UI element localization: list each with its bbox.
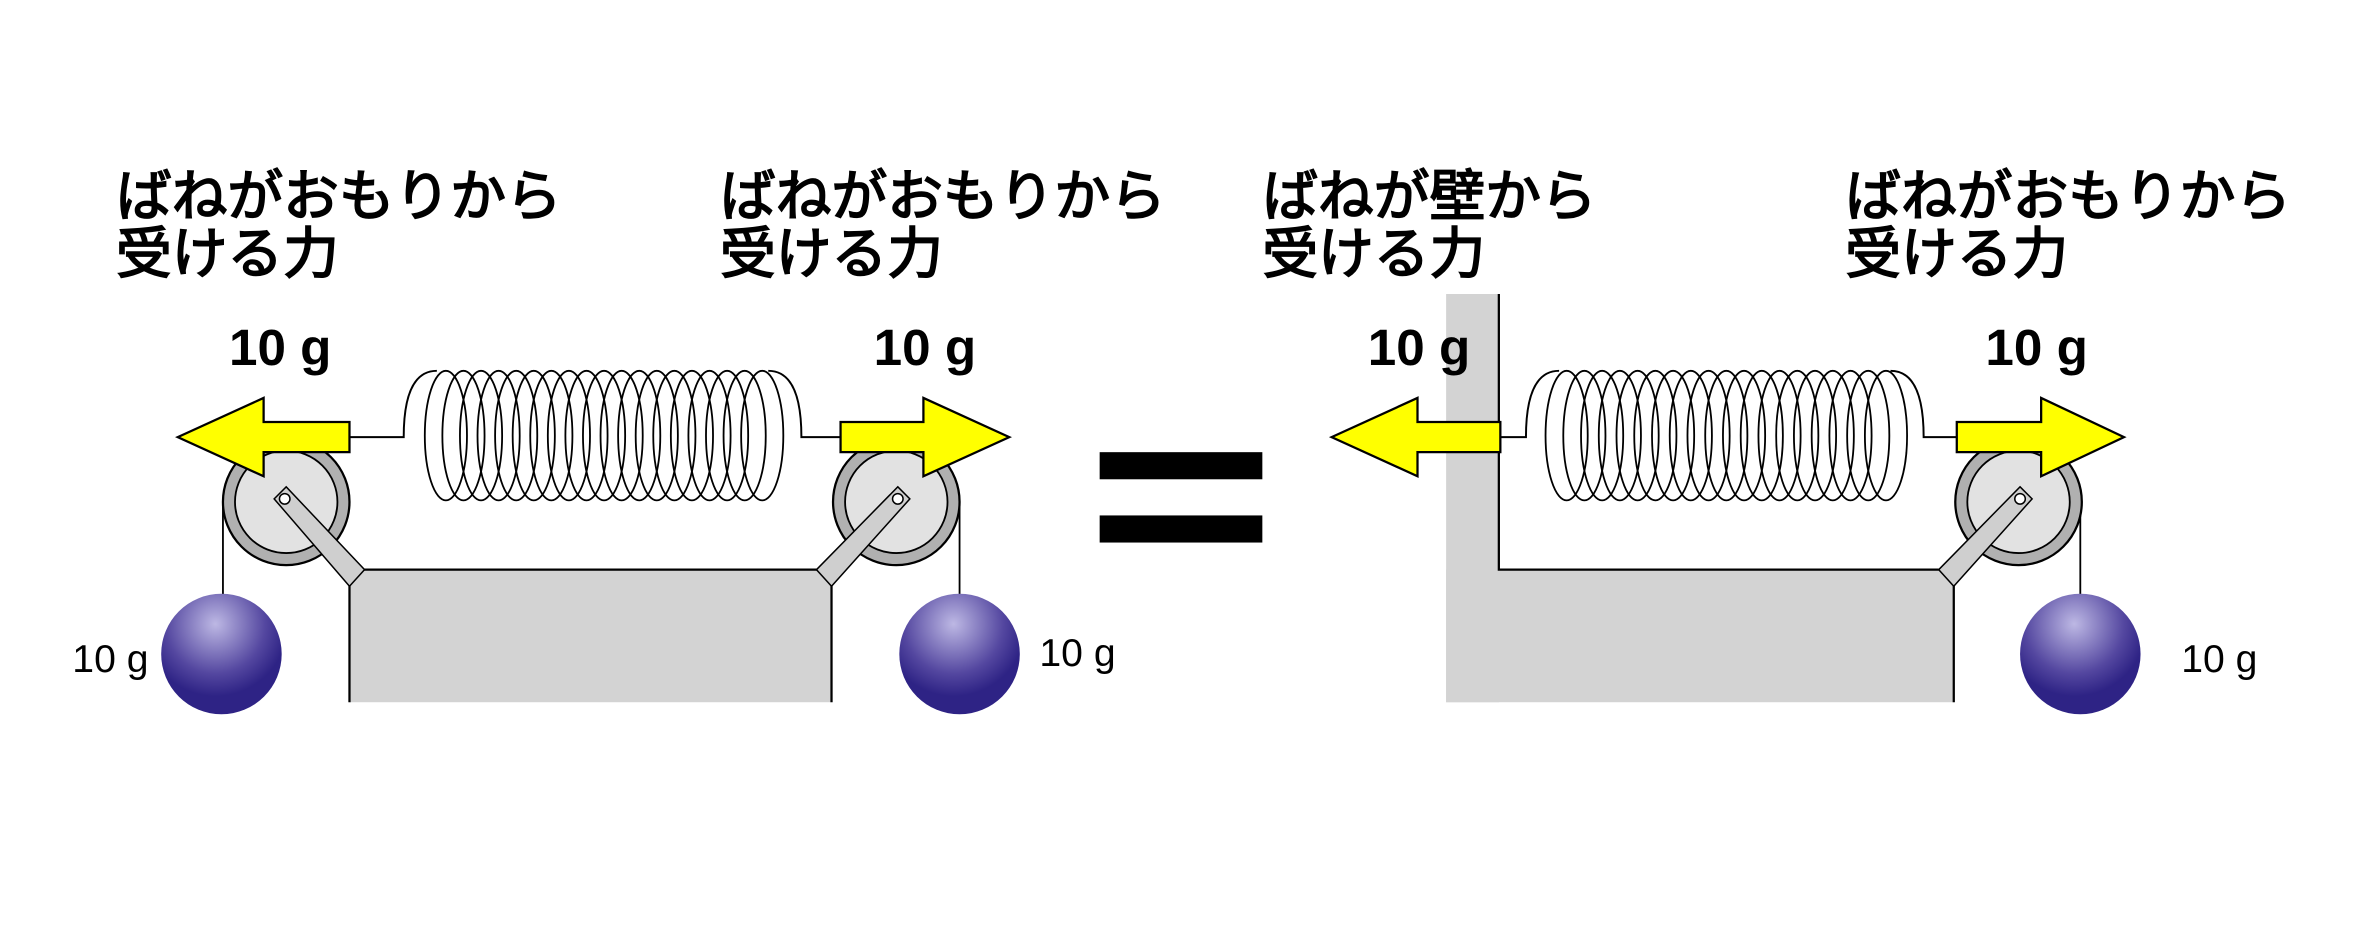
block (1446, 569, 1954, 703)
force-arrow-left (175, 396, 351, 479)
spring-coil (511, 369, 556, 502)
force-arrow-weight (1955, 396, 2127, 479)
force-label-wall: 10 g (1368, 319, 1470, 376)
equals-sign: = (1099, 452, 1263, 543)
spring-coil (1828, 369, 1873, 502)
spring-coil (1722, 369, 1767, 502)
spring-coil (1810, 369, 1855, 502)
spring-coil (1686, 369, 1731, 502)
spring-coil (669, 369, 714, 502)
spring-coil (423, 369, 468, 502)
spring-coil (617, 369, 662, 502)
spring-coil (634, 369, 679, 502)
spring-coil (529, 369, 574, 502)
pulley-arm-right (815, 485, 911, 588)
spring-coil (1633, 369, 1678, 502)
spring-coil (1580, 369, 1625, 502)
spring-coil (441, 369, 486, 502)
weight-label-left: 10 g (72, 638, 148, 681)
spring-coil (1863, 369, 1908, 502)
label-spring-from-weight-right: ばねがおもりから受ける力 (720, 165, 1166, 287)
weight-label-right: 10 g (1039, 632, 1115, 675)
spring-coil (564, 369, 609, 502)
pulley-arm (1937, 485, 2034, 588)
force-arrow-wall (1328, 396, 1502, 479)
spring-coil (1704, 369, 1749, 502)
label-spring-from-weight-left: ばねがおもりから受ける力 (116, 165, 562, 287)
spring-coil (1562, 369, 1607, 502)
spring-coil (722, 369, 767, 502)
spring-coil (740, 369, 785, 502)
spring-coil (459, 369, 504, 502)
spring-coil (1544, 369, 1589, 502)
spring-coil (1597, 369, 1642, 502)
label-spring-from-weight: ばねがおもりから受ける力 (1845, 165, 2291, 287)
weight-label: 10 g (2181, 638, 2257, 681)
spring-coil (1757, 369, 1802, 502)
weight-ball (2020, 593, 2141, 715)
pulley-arm-left (273, 485, 366, 588)
force-arrow-right (839, 396, 1012, 479)
block (349, 569, 832, 703)
spring-coil (1793, 369, 1838, 502)
spring-coil (687, 369, 732, 502)
weight-ball-left (161, 593, 282, 715)
spring-coil (599, 369, 644, 502)
spring-coil (1775, 369, 1820, 502)
spring-coil (1739, 369, 1784, 502)
spring-coil (1846, 369, 1891, 502)
weight-ball-right (899, 593, 1020, 715)
force-label-weight: 10 g (1985, 319, 2087, 376)
spring-coil (546, 369, 591, 502)
label-spring-from-wall: ばねが壁から受ける力 (1262, 165, 1596, 287)
spring (349, 369, 841, 502)
spring-coil (705, 369, 750, 502)
spring-coil (1615, 369, 1660, 502)
spring-coil (652, 369, 697, 502)
spring-coil (494, 369, 539, 502)
force-label-left: 10 g (229, 319, 331, 376)
spring-coil (1651, 369, 1696, 502)
spring-coil (1668, 369, 1713, 502)
spring-coil (582, 369, 627, 502)
right-diagram: ばねが壁から受ける力 ばねがおもりから受ける力 10 g 10 g 10 g (1262, 165, 2291, 715)
force-label-right: 10 g (874, 319, 976, 376)
left-diagram: ばねがおもりから受ける力 ばねがおもりから受ける力 10 g 10 g 10 g… (72, 165, 1166, 715)
spring (1500, 369, 1957, 502)
spring-coil (476, 369, 521, 502)
